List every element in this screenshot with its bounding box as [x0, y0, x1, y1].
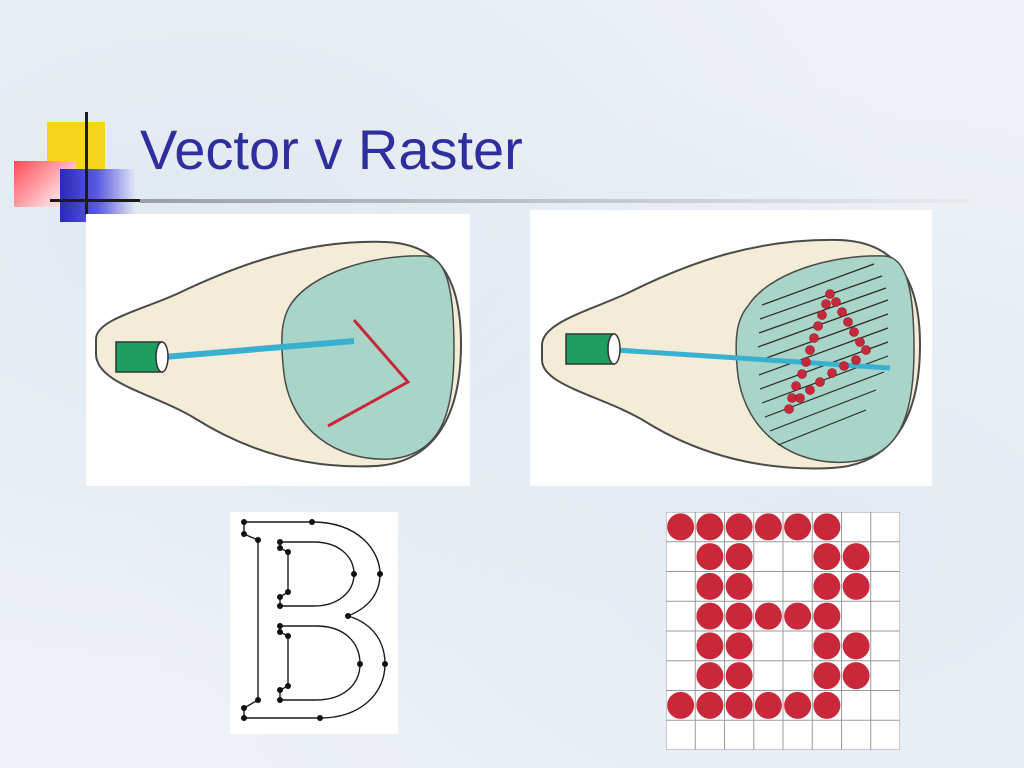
- raster-pixel: [696, 662, 724, 690]
- title-deco-blue-square: [60, 169, 135, 222]
- crt-raster-display-icon: [530, 210, 932, 486]
- raster-pixel: [667, 513, 695, 541]
- crt-vector-display-icon: [86, 214, 470, 486]
- raster-pixel: [813, 691, 841, 719]
- raster-pixel: [725, 632, 753, 660]
- title-deco-horizontal-line: [50, 199, 142, 202]
- raster-pixel: [842, 543, 870, 571]
- raster-letter-b-grid: [666, 512, 900, 750]
- raster-pixel: [813, 513, 841, 541]
- raster-pixel: [725, 513, 753, 541]
- title-deco-vertical-line: [85, 112, 88, 215]
- raster-pixel: [813, 602, 841, 630]
- raster-pixel: [813, 662, 841, 690]
- vector-crt-figure: [86, 214, 470, 486]
- raster-pixel: [696, 513, 724, 541]
- raster-pixel: [842, 572, 870, 600]
- vector-letter-b-icon: [230, 512, 398, 734]
- raster-pixel: [813, 543, 841, 571]
- raster-pixel: [754, 602, 782, 630]
- raster-pixel: [667, 691, 695, 719]
- raster-pixel: [725, 691, 753, 719]
- raster-pixel: [784, 513, 812, 541]
- raster-pixel: [725, 602, 753, 630]
- slide-title: Vector v Raster: [140, 118, 523, 181]
- raster-pixel: [754, 691, 782, 719]
- raster-pixel: [784, 602, 812, 630]
- raster-pixel: [696, 572, 724, 600]
- raster-pixel: [842, 662, 870, 690]
- raster-pixel: [696, 602, 724, 630]
- vector-letter-figure: [230, 512, 398, 734]
- raster-pixel: [813, 572, 841, 600]
- raster-pixel: [725, 543, 753, 571]
- raster-pixel: [696, 691, 724, 719]
- raster-letter-figure: [666, 512, 900, 750]
- raster-pixel: [784, 691, 812, 719]
- raster-pixel: [725, 572, 753, 600]
- raster-pixel: [842, 632, 870, 660]
- raster-crt-figure: [530, 210, 932, 486]
- raster-pixel: [754, 513, 782, 541]
- raster-pixel: [696, 543, 724, 571]
- title-underline-rule: [140, 199, 970, 203]
- raster-pixel: [725, 662, 753, 690]
- raster-pixel: [696, 632, 724, 660]
- raster-triangle-dots: [784, 289, 871, 414]
- raster-pixel: [813, 632, 841, 660]
